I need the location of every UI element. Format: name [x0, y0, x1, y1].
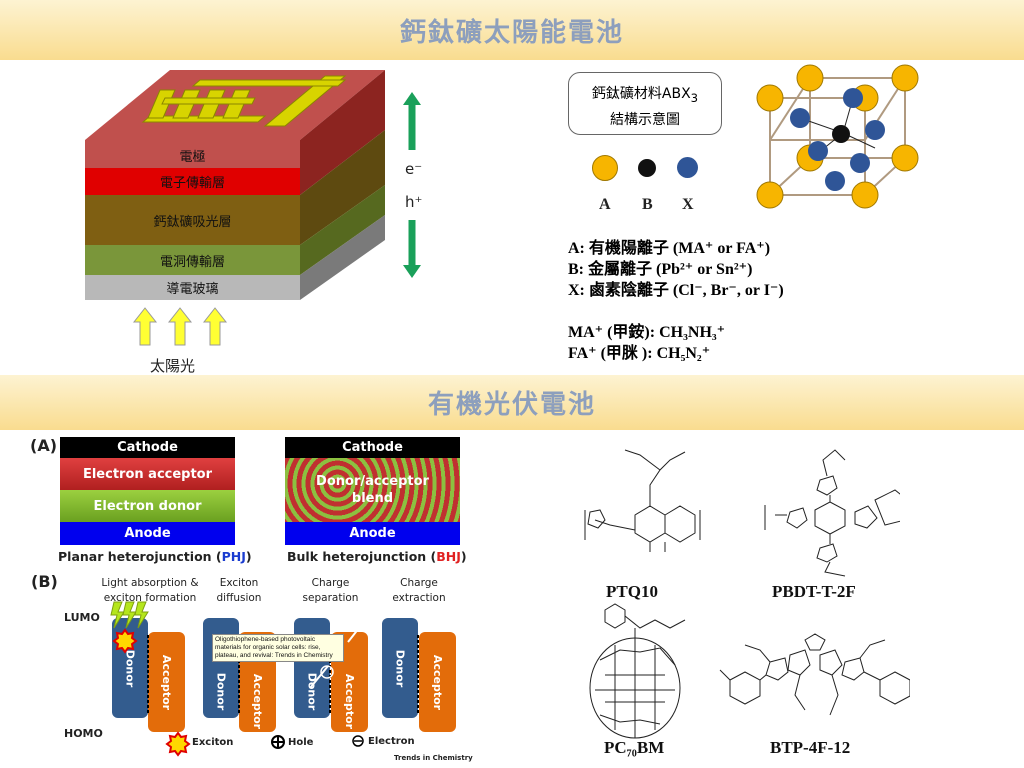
- bhj-stack: Cathode Donor/acceptor blend Anode: [285, 437, 460, 545]
- ion-b-circle: [638, 159, 656, 177]
- bhj-cathode: Cathode: [285, 437, 460, 458]
- bhj-anode: Anode: [285, 522, 460, 545]
- ion-legend: A: 有機陽離子 (MA⁺ or FA⁺) B: 金屬離子 (Pb²⁺ or S…: [568, 238, 784, 364]
- step-label: Exciton diffusion: [216, 577, 262, 604]
- molecule-label-pc70bm: PC₇₀BM: [604, 738, 665, 757]
- ptq10-structure: [584, 449, 701, 552]
- layer-glass: 導電玻璃: [85, 275, 300, 300]
- pbdt-t-2f-structure: [764, 449, 900, 577]
- caption-text: Bulk heterojunction (: [287, 549, 437, 564]
- section-title: 鈣鈦礦太陽能電池: [399, 17, 624, 48]
- fa-formula: FA⁺ (甲脒 ): CH₅N₂⁺: [568, 345, 711, 362]
- caption-text: ): [245, 549, 252, 564]
- btp-4f-12-structure: [719, 633, 910, 716]
- ion-x-circle: [677, 157, 698, 178]
- legend-b: B: 金屬離子 (Pb²⁺ or Sn²⁺): [568, 261, 753, 278]
- section-header-perovskite: 鈣鈦礦太陽能電池: [0, 0, 1024, 60]
- phj-stack: Cathode Electron acceptor Electron donor…: [60, 437, 235, 545]
- step-label: Charge separation: [302, 577, 359, 604]
- molecule-label-btp-4f-12: BTP-4F-12: [770, 738, 851, 757]
- process-marks: [110, 601, 450, 757]
- caption-abbr: PHJ: [221, 549, 246, 564]
- abx3-title-box: 鈣鈦礦材料ABX3 結構示意圖: [568, 72, 722, 135]
- hole-label: h⁺: [405, 193, 423, 211]
- phj-acceptor: Electron acceptor: [60, 458, 235, 490]
- source-credit: Trends in Chemistry: [394, 754, 473, 762]
- perovskite-crystal-cube: [756, 64, 919, 209]
- layer-htl: 電洞傳輸層: [85, 245, 300, 275]
- box-sub: 3: [690, 90, 699, 105]
- acceptor-box: Acceptor: [419, 632, 456, 732]
- lumo-label: LUMO: [64, 611, 100, 624]
- box-line1: 鈣鈦礦材料ABX: [591, 86, 691, 102]
- acceptor-box: Acceptor: [148, 632, 185, 732]
- molecule-label-ptq10: PTQ10: [606, 582, 658, 601]
- legend-hole: Hole: [288, 737, 314, 748]
- legend-electron-icon: [352, 735, 364, 747]
- electron-label: e⁻: [405, 160, 423, 178]
- ion-x-label: X: [682, 196, 694, 213]
- layer-etl: 電子傳輸層: [85, 168, 300, 195]
- homo-label: HOMO: [64, 727, 103, 740]
- ma-formula: MA⁺ (甲銨): CH₃NH₃⁺: [568, 324, 726, 341]
- molecule-structures-bottom: [589, 603, 910, 739]
- step-label: Light absorption & exciton formation: [101, 577, 199, 604]
- figure-tooltip: Oligothiophene-based photovoltaic materi…: [212, 634, 344, 662]
- bhj-caption: Bulk heterojunction (BHJ): [287, 549, 467, 564]
- molecule-structures-top: [584, 449, 900, 577]
- legend-a: A: 有機陽離子 (MA⁺ or FA⁺): [568, 240, 771, 257]
- pc70bm-structure: [589, 603, 686, 739]
- legend-x: X: 鹵素陰離子 (Cl⁻, Br⁻, or I⁻): [568, 282, 784, 299]
- step-label: Charge extraction: [392, 577, 446, 604]
- donor-box: Donor: [382, 618, 418, 718]
- layer-electrode: 電極: [85, 140, 300, 168]
- legend-exciton: Exciton: [192, 737, 234, 748]
- section-header-opv: 有機光伏電池: [0, 375, 1024, 430]
- layer-perovskite: 鈣鈦礦吸光層: [85, 195, 300, 245]
- phj-anode: Anode: [60, 522, 235, 545]
- legend-electron: Electron: [368, 736, 415, 747]
- perovskite-cell-diagram: 電極 電子傳輸層 鈣鈦礦吸光層 電洞傳輸層 導電玻璃 e⁻ h⁺ 太陽光: [0, 60, 460, 375]
- molecule-label-pbdt-t-2f: PBDT-T-2F: [772, 582, 856, 601]
- ion-b-label: B: [642, 196, 653, 213]
- phj-caption: Planar heterojunction (PHJ): [58, 549, 252, 564]
- caption-text: Planar heterojunction (: [58, 549, 222, 564]
- caption-text: ): [460, 549, 467, 564]
- legend-hole-icon: [271, 735, 285, 749]
- box-line2: 結構示意圖: [610, 111, 680, 128]
- phj-cathode: Cathode: [60, 437, 235, 458]
- cell-stack-graphic: [85, 70, 421, 346]
- caption-abbr: BHJ: [436, 549, 461, 564]
- ion-a-label: A: [599, 196, 611, 213]
- panel-a-label: (A): [30, 436, 58, 455]
- phj-donor: Electron donor: [60, 490, 235, 522]
- legend-exciton-icon: [165, 731, 191, 757]
- panel-b-label: (B): [31, 572, 58, 591]
- section-title: 有機光伏電池: [427, 390, 596, 420]
- ion-a-circle: [592, 155, 618, 181]
- bhj-blend: Donor/acceptor blend: [285, 458, 460, 522]
- exciton-icon: [112, 628, 138, 654]
- sunlight-label: 太陽光: [150, 357, 196, 375]
